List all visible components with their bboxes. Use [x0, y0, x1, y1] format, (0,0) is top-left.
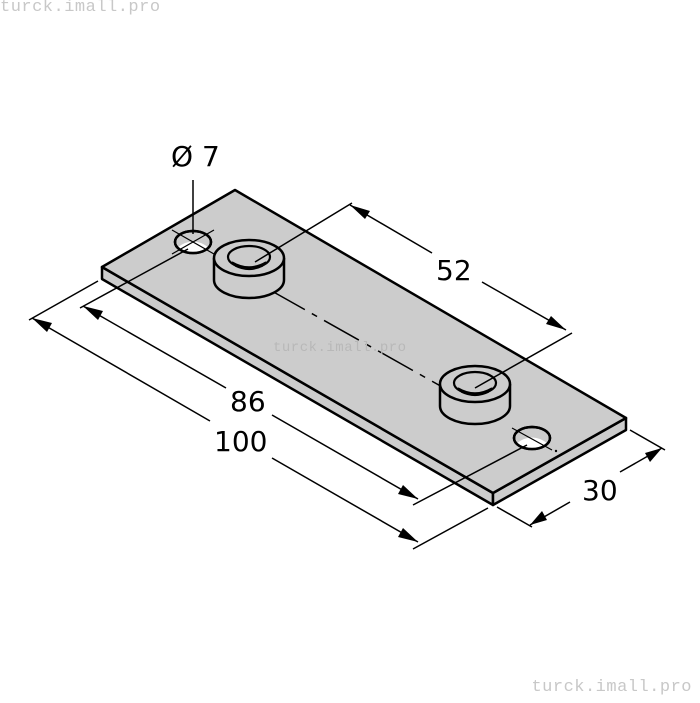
watermark-center: turck.imall.pro — [273, 340, 407, 356]
through-hole-1 — [171, 229, 215, 255]
watermark-top: turck.imall.pro — [0, 0, 161, 17]
dimension-86 — [79, 248, 528, 506]
dimension-100 — [28, 280, 489, 550]
label-boss-spacing: 52 — [436, 254, 472, 287]
label-width: 30 — [582, 474, 618, 507]
center-line — [269, 289, 461, 398]
label-length: 100 — [214, 425, 267, 458]
label-hole-spacing: 86 — [230, 385, 266, 418]
threaded-boss-1 — [212, 238, 286, 300]
label-hole-diameter: Ø 7 — [171, 140, 220, 173]
threaded-boss-2 — [438, 364, 512, 426]
dimension-30 — [496, 429, 666, 528]
dimension-52 — [254, 202, 573, 389]
through-hole-2 — [511, 425, 558, 453]
watermark-bottom: turck.imall.pro — [531, 678, 692, 697]
